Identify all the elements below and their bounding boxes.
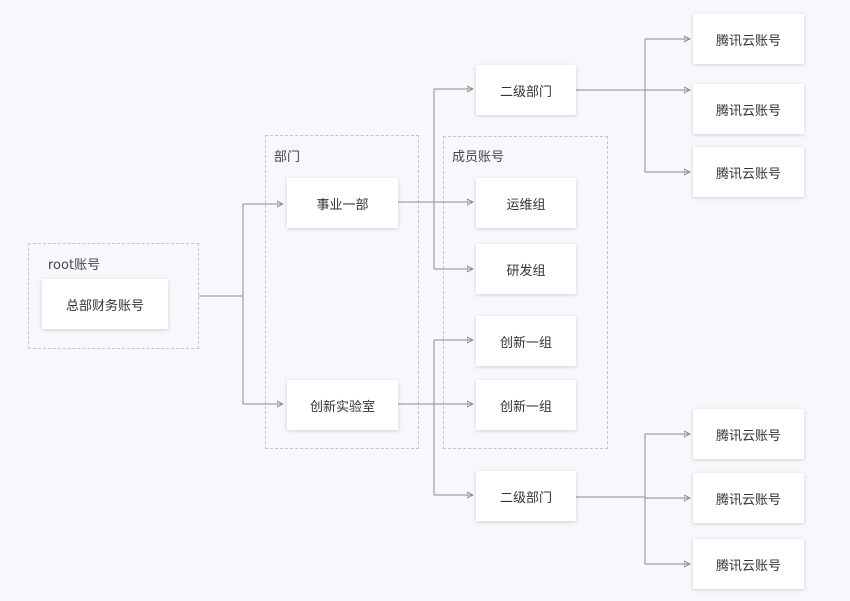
node-ops-group[interactable]: 运维组 bbox=[476, 178, 576, 228]
department-group bbox=[265, 135, 419, 449]
node-cloud-top-2[interactable]: 腾讯云账号 bbox=[693, 84, 804, 134]
node-innov-group-1[interactable]: 创新一组 bbox=[476, 316, 576, 366]
node-cloud-bottom-1[interactable]: 腾讯云账号 bbox=[693, 409, 804, 459]
node-top-sub-dept[interactable]: 二级部门 bbox=[476, 65, 576, 115]
department-group-label: 部门 bbox=[274, 150, 301, 165]
node-cloud-top-1[interactable]: 腾讯云账号 bbox=[693, 14, 804, 64]
node-root-finance[interactable]: 总部财务账号 bbox=[42, 279, 168, 329]
node-dev-group[interactable]: 研发组 bbox=[476, 244, 576, 294]
node-cloud-bottom-2[interactable]: 腾讯云账号 bbox=[693, 473, 804, 523]
node-innov-group-2[interactable]: 创新一组 bbox=[476, 380, 576, 430]
node-bottom-sub-dept[interactable]: 二级部门 bbox=[476, 471, 576, 521]
node-dept-biz1[interactable]: 事业一部 bbox=[287, 178, 398, 228]
root-account-group-label: root账号 bbox=[48, 258, 101, 273]
node-dept-lab[interactable]: 创新实验室 bbox=[287, 380, 398, 430]
member-account-group bbox=[443, 136, 608, 449]
root-account-group bbox=[28, 243, 199, 349]
node-cloud-top-3[interactable]: 腾讯云账号 bbox=[693, 147, 804, 197]
member-account-group-label: 成员账号 bbox=[452, 150, 505, 165]
node-cloud-bottom-3[interactable]: 腾讯云账号 bbox=[693, 539, 804, 589]
